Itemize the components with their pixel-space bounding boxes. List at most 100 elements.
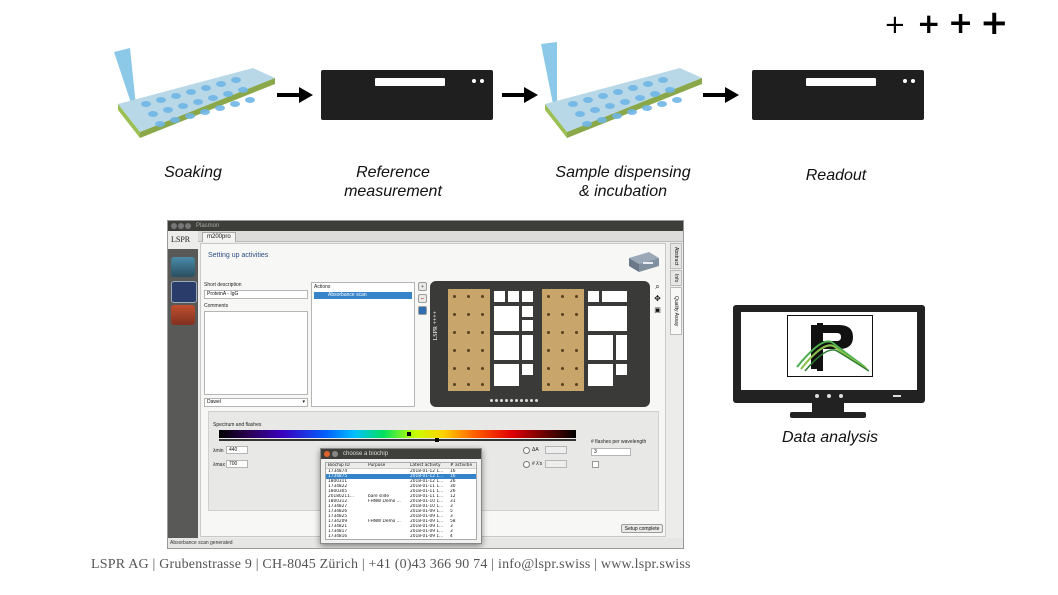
sidebar-button-device[interactable]	[171, 257, 195, 277]
sensor-spot	[453, 331, 456, 334]
spectrum-range-bar	[219, 439, 576, 441]
setup-complete-button[interactable]: Setup complete	[621, 524, 663, 533]
tab-abstract[interactable]: Abstract	[670, 243, 682, 269]
table-cell: 1734874	[328, 469, 348, 474]
range-handle-max[interactable]	[435, 438, 439, 442]
monitor-dot	[815, 394, 819, 398]
dialog-close-icon[interactable]	[324, 451, 330, 457]
short-description-field[interactable]: ProteinA - IgG	[204, 290, 308, 299]
comments-field[interactable]	[204, 311, 308, 395]
table-cell: 2018-01-09 1...	[410, 524, 444, 529]
close-window-icon[interactable]	[171, 223, 177, 229]
side-tab-bar: Abstract Info Quality Assay	[669, 243, 683, 363]
well	[522, 320, 533, 331]
lambda-count-radio[interactable]	[523, 461, 530, 468]
sensor-spot	[561, 367, 564, 370]
chevron-down-icon: ▾	[302, 399, 305, 405]
index-dot	[495, 399, 498, 402]
add-action-button[interactable]: +	[418, 282, 427, 291]
window-title: Plasmon	[196, 223, 220, 229]
lambda-min-input[interactable]: 440	[226, 446, 248, 454]
tab-quality-assay[interactable]: Quality Assay	[670, 287, 682, 335]
lambda-max-label: λmax	[213, 462, 225, 468]
app-logo: LSPR	[171, 235, 191, 244]
reader-slot	[806, 78, 876, 86]
sensor-spot	[547, 295, 550, 298]
data-analysis-label: Data analysis	[781, 429, 879, 446]
save-action-icon[interactable]	[418, 306, 427, 315]
minimize-window-icon[interactable]	[178, 223, 184, 229]
wavelength-spectrum[interactable]	[219, 430, 576, 438]
table-cell: 3	[450, 504, 453, 509]
lambda-count-input[interactable]	[545, 460, 567, 468]
biochip-table[interactable]: Biochip ID Purpose Latest activity # act…	[325, 462, 477, 540]
sensor-spot	[481, 295, 484, 298]
delta-radio[interactable]	[523, 447, 530, 454]
move-icon[interactable]: ✥	[654, 294, 661, 303]
plate-reader-readout	[752, 70, 924, 120]
well	[522, 364, 533, 375]
dialog-minimize-icon[interactable]	[332, 451, 338, 457]
remove-action-button[interactable]: −	[418, 294, 427, 303]
self-measurement-checkbox[interactable]	[592, 461, 599, 468]
flashes-label: # flashes per wavelength	[591, 439, 647, 445]
table-cell: 2018-01-10 1...	[410, 499, 444, 504]
flashes-input[interactable]: 3	[591, 448, 631, 456]
maximize-window-icon[interactable]	[185, 223, 191, 229]
table-cell: 31	[450, 499, 456, 504]
table-cell: 1800311	[328, 479, 348, 484]
plus-mark-heavy: +	[980, 3, 1009, 43]
zoom-icon[interactable]: ⌕	[655, 282, 660, 291]
plus-mark-bold: +	[948, 6, 974, 41]
fit-icon[interactable]: ▣	[654, 307, 661, 314]
table-header: Biochip ID Purpose Latest activity # act…	[326, 463, 476, 469]
actions-list[interactable]: Actions Absorbance scan	[311, 282, 415, 407]
table-cell: FHNW Demo ...	[368, 519, 401, 524]
range-handle-min[interactable]	[407, 432, 411, 436]
arrow-right-icon	[277, 87, 313, 103]
column-header[interactable]: Biochip ID	[328, 463, 350, 468]
table-cell: 1800312	[328, 499, 348, 504]
tab-info[interactable]: Info	[670, 270, 682, 286]
user-dropdown[interactable]: Dawel ▾	[204, 398, 308, 407]
column-header[interactable]: Latest activity	[410, 463, 441, 468]
index-dot	[530, 399, 533, 402]
column-header[interactable]: # activitie	[450, 463, 473, 468]
table-cell: 1734875	[328, 474, 348, 479]
table-cell: 3	[450, 529, 453, 534]
monitor-dot	[827, 394, 831, 398]
action-item-absorbance-scan[interactable]: Absorbance scan	[314, 292, 412, 299]
tab-m200pro[interactable]: m200pro	[202, 232, 236, 242]
delta-input[interactable]	[545, 446, 567, 454]
window-titlebar: Plasmon	[168, 221, 683, 231]
reader-led	[472, 79, 476, 83]
footer-contact: LSPR AG | Grubenstrasse 9 | CH-8045 Züri…	[91, 557, 691, 572]
table-cell: 2018-01-11 1...	[410, 494, 444, 499]
plate-wells	[448, 289, 646, 391]
sensor-spot	[575, 349, 578, 352]
table-cell: 1734822	[328, 484, 348, 489]
dialog-title: choose a biochip	[321, 449, 481, 459]
lambda-max-input[interactable]: 700	[226, 460, 248, 468]
well	[588, 306, 627, 331]
table-cell: 26	[450, 489, 456, 494]
sidebar-button-library[interactable]	[171, 305, 195, 325]
sensor-spot	[467, 383, 470, 386]
arrow-right-icon	[502, 87, 538, 103]
column-header[interactable]: Purpose	[368, 463, 386, 468]
sidebar-button-activities[interactable]	[171, 281, 197, 303]
